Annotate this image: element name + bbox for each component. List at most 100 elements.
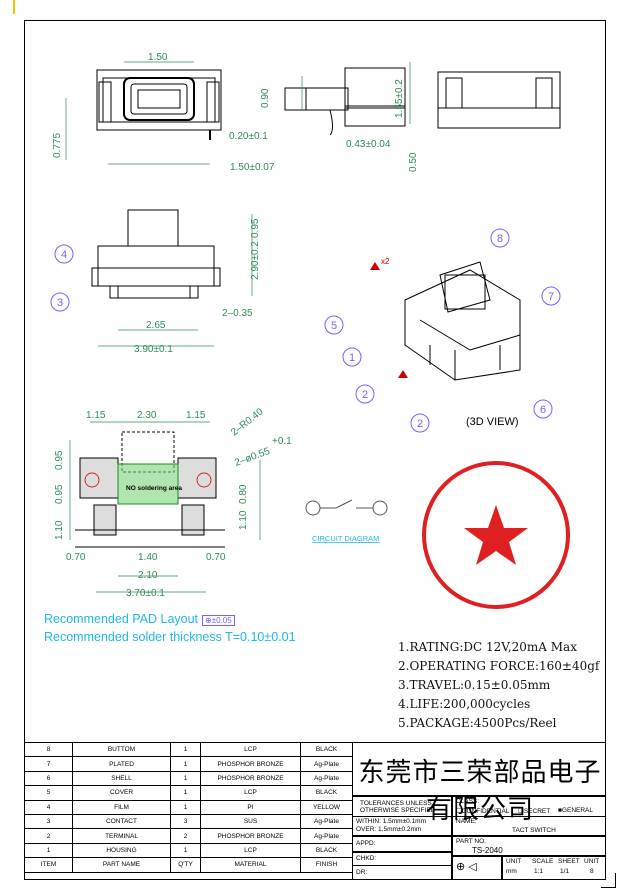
bom-cell-item: ITEM <box>24 857 73 873</box>
note-4: 4.LIFE:200,000cycles <box>398 697 531 711</box>
balloon-4: 4 <box>61 249 67 261</box>
balloon-7: 7 <box>548 291 554 303</box>
bom-cell-item: 8 <box>24 741 73 758</box>
bom-cell-name: CONTACT <box>72 813 171 830</box>
dim-265: 2.65 <box>146 320 166 331</box>
class-label: CLASS: <box>456 798 480 805</box>
tol-title2: OTHERWISE SPECIFIED <box>360 807 436 814</box>
dim-d055-tol: +0.1 <box>272 436 292 447</box>
dim-115b: 1.15 <box>186 410 206 421</box>
bom-cell-qty: 1 <box>170 785 201 801</box>
drawing-frame <box>24 20 606 880</box>
dim-2035: 2–0.35 <box>222 308 253 319</box>
dim-115a: 1.15 <box>86 410 106 421</box>
balloon-6: 6 <box>540 404 546 416</box>
pad-layout <box>75 431 225 548</box>
dim-v080: 0.80 <box>238 484 249 504</box>
bom-cell-finish: BLACK <box>300 785 353 801</box>
bom-cell-name: PART NAME <box>72 857 171 873</box>
front-view <box>91 209 221 299</box>
bom-cell-material: PHOSPHOR BRONZE <box>200 756 301 772</box>
bom-cell-item: 6 <box>24 770 73 787</box>
chkd: CHKD: <box>356 855 377 862</box>
bom-cell-finish: BLACK <box>300 842 353 859</box>
company-name: 东莞市三荣部品电子有限公司 <box>358 758 602 825</box>
scale-value: 1:1 <box>534 868 544 875</box>
dim-390: 3.90±0.1 <box>134 344 173 355</box>
balloon-5: 5 <box>331 320 337 332</box>
spec-notes: 1.RATING:DC 12V,20mA Max 2.OPERATING FOR… <box>398 638 599 733</box>
dim-155: 1.55±0.2 <box>394 79 405 118</box>
bom-cell-name: BUTTOM <box>72 741 171 758</box>
dim-140: 1.40 <box>138 552 158 563</box>
note-5: 5.PACKAGE:4500Pcs/Reel <box>398 716 557 730</box>
sheet-value: 1/1 <box>560 868 570 875</box>
bom-cell-finish: Ag-Plate <box>300 828 353 844</box>
dim-070b: 0.70 <box>206 552 226 563</box>
projection-icon: ⊕ ◁ <box>456 861 477 873</box>
name-label: NAME: <box>456 818 477 825</box>
corner-mark <box>601 873 616 888</box>
bom-cell-item: 5 <box>24 785 73 801</box>
bom-cell-item: 4 <box>24 799 73 815</box>
bom-cell-finish: YELLOW <box>300 799 353 815</box>
dim-v110: 1.10 <box>54 520 65 540</box>
dim-290: 2.90±0.2 <box>250 241 261 280</box>
bom-cell-item: 2 <box>24 828 73 844</box>
bom-cell-finish: BLACK <box>300 741 353 758</box>
dim-070a: 0.70 <box>66 552 86 563</box>
appd: APPD: <box>356 840 376 847</box>
bom-cell-name: PLATED <box>72 756 171 772</box>
bom-cell-qty: 1 <box>170 756 201 772</box>
tol-within: WITHIN: 1.5mm±0.1mm <box>356 818 427 825</box>
dim-top-width: 1.50 <box>148 52 168 63</box>
dim-d055: 2–ø0.55 <box>233 446 272 469</box>
bom-cell-material: PI <box>200 799 301 815</box>
note-3: 3.TRAVEL:0.15±0.05mm <box>398 678 551 692</box>
dim-095: 0.95 <box>250 218 261 238</box>
bom-cell-name: COVER <box>72 785 171 801</box>
balloon-1: 1 <box>349 352 355 364</box>
bom-cell-qty: 1 <box>170 770 201 787</box>
bom-cell-qty: Q'TY <box>170 857 201 873</box>
iso-view <box>404 261 521 381</box>
sheet-label: SHEET <box>558 858 580 865</box>
dim-v095a: 0.95 <box>54 450 65 470</box>
dim-v095b: 0.95 <box>54 484 65 504</box>
bom-cell-material: MATERIAL <box>200 857 301 873</box>
unit-value: mm <box>506 868 517 875</box>
unit2-value: 8 <box>590 868 594 875</box>
bom-cell-name: HOUSING <box>72 842 171 859</box>
bom-cell-material: LCP <box>200 741 301 758</box>
title-block: TOLERANCES UNLESS OTHERWISE SPECIFIED WI… <box>352 742 606 880</box>
dim-370: 3.70±0.1 <box>126 588 165 599</box>
circuit-diagram <box>305 499 388 516</box>
bom-cell-finish: Ag-Plate <box>300 770 353 787</box>
pad-layout-text: Recommended PAD Layout⊕±0.05 <box>44 612 235 626</box>
dim-r040: 2–R0.40 <box>229 406 266 438</box>
part-label: PART NO. <box>456 838 486 845</box>
note-2: 2.OPERATING FORCE:160±40gf <box>398 659 600 673</box>
bom-cell-qty: 1 <box>170 741 201 758</box>
bom-cell-material: PHOSPHOR BRONZE <box>200 828 301 844</box>
bom-cell-name: SHELL <box>72 770 171 787</box>
class-secret: ☐SECRET <box>518 808 551 815</box>
bom-cell-qty: 3 <box>170 813 201 830</box>
bom-cell-material: LCP <box>200 785 301 801</box>
bom-cell-finish: Ag-Plate <box>300 756 353 772</box>
bom-cell-name: TERMINAL <box>72 828 171 844</box>
bom-cell-item: 1 <box>24 842 73 859</box>
balloon-2a: 2 <box>362 389 368 401</box>
bom-cell-finish: Ag-Plate <box>300 813 353 830</box>
note-1: 1.RATING:DC 12V,20mA Max <box>398 640 577 654</box>
bom-cell-name: FILM <box>72 799 171 815</box>
class-confidential: ☐CONFIDENTIAL <box>456 808 510 815</box>
